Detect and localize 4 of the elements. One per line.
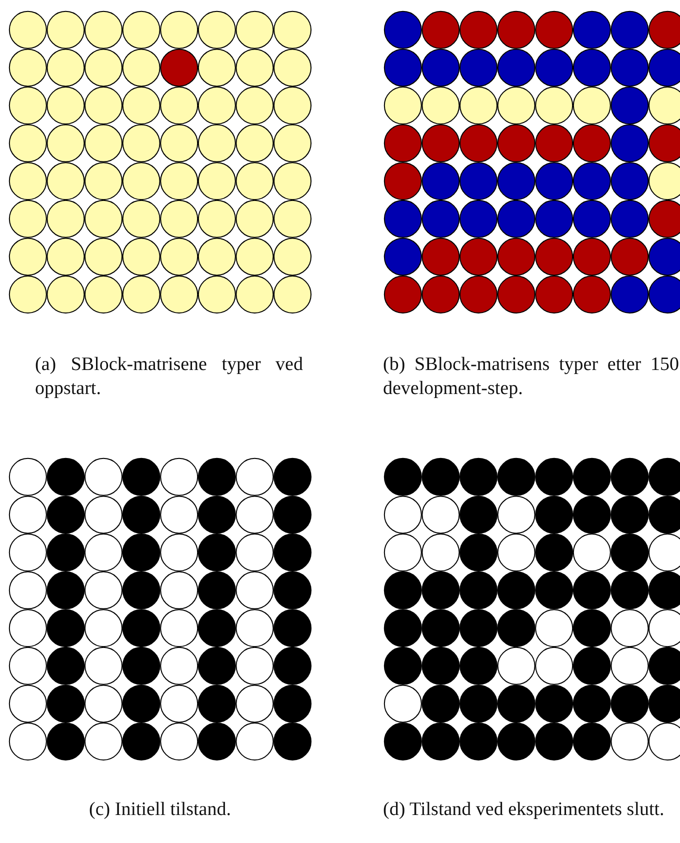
figure-caption: (d) Tilstand ved eksperimentets slutt.: [383, 798, 666, 822]
figure-caption: (c) Initiell tilstand.: [88, 798, 232, 822]
figure-caption: (a) SBlock-matrisene typer ved oppstart.: [35, 353, 303, 401]
figure-caption: (b) SBlock-matrisens typer etter 150 development-step.: [383, 353, 679, 401]
